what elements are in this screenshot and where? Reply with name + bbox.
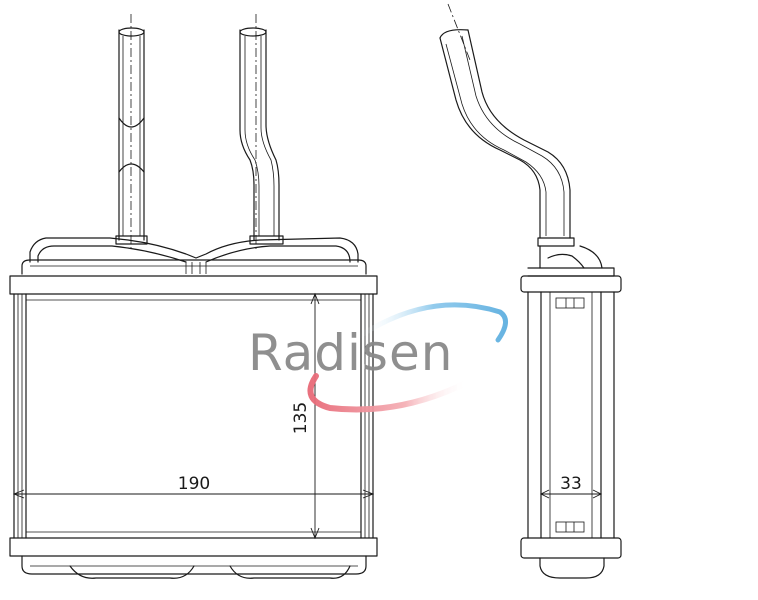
watermark-text: Radisen [248,324,453,382]
width-dimension: 190 [12,474,375,499]
top-tank [21,237,367,275]
height-dimension-label: 135 [291,402,311,434]
height-dimension: 135 [291,292,320,540]
side-top-plate [520,275,622,293]
radisen-watermark-logo: Radisen [248,302,508,413]
depth-dimension: 33 [539,474,603,499]
side-bottom-tank [539,557,605,579]
side-top-tank [527,245,615,277]
side-pipe [439,3,575,247]
bottom-tank [21,555,367,579]
width-dimension-label: 190 [178,474,210,494]
core-frame [13,293,374,539]
side-view: 33 [439,3,622,579]
top-plate [9,275,378,295]
depth-dimension-label: 33 [560,474,582,494]
side-bottom-plate [520,537,622,559]
side-core [527,291,615,539]
inlet-pipe [115,14,148,250]
front-view: 135 190 [9,14,378,579]
bottom-plate [9,537,378,557]
outlet-pipe [239,14,284,250]
